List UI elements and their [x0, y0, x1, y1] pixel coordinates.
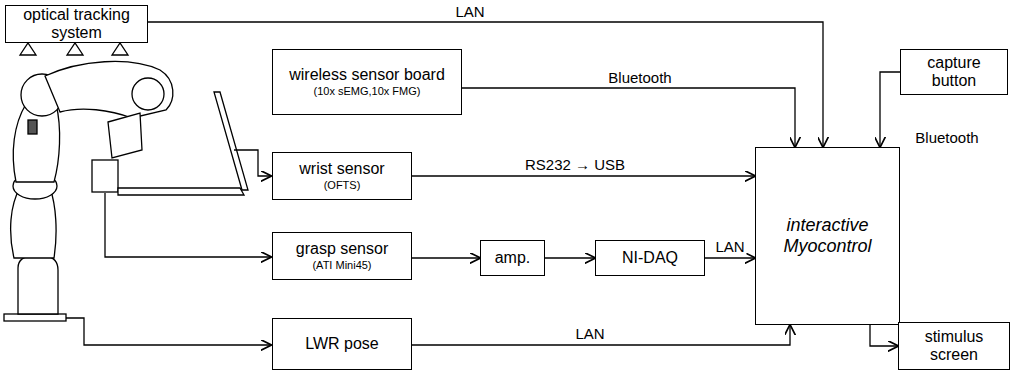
connector-arrow	[870, 325, 898, 346]
box-label: amp.	[495, 249, 531, 267]
box-label: capture button	[907, 54, 1001, 91]
box-label: LWR pose	[305, 335, 379, 353]
sensor-board-box: wireless sensor board(10x sEMG,10x FMG)	[272, 49, 462, 115]
edge-label: LAN	[453, 4, 486, 21]
connector-arrow	[545, 257, 595, 258]
pose-box: LWR pose	[272, 318, 412, 370]
robot-arm	[4, 61, 248, 321]
connector-arrow	[412, 325, 790, 345]
controller-box: interactive Myocontrol	[755, 147, 900, 325]
button-box: capture button	[900, 49, 1008, 95]
edge-label: LAN	[713, 239, 746, 256]
box-sublabel: (ATI Mini45)	[312, 259, 371, 272]
box-label: optical tracking system	[12, 6, 141, 43]
edge-label: Bluetooth	[913, 130, 980, 147]
tracking-box: optical tracking system	[5, 5, 148, 43]
connector-arrow	[880, 72, 900, 147]
connector-arrow	[412, 175, 755, 176]
edge-label: Bluetooth	[606, 70, 673, 87]
box-label: stimulus screen	[905, 328, 1003, 365]
edge-label: LAN	[573, 326, 606, 343]
sensor-box: wrist sensor(OFTS)	[272, 152, 412, 200]
amplifier-box: amp.	[480, 240, 545, 276]
sensor-wires	[66, 150, 271, 345]
camera-triangle	[20, 43, 36, 55]
robot-link	[45, 61, 173, 118]
box-label: wireless sensor board	[289, 66, 445, 84]
box-label: NI-DAQ	[622, 249, 678, 267]
wire	[234, 150, 271, 176]
hand-rest	[214, 92, 248, 190]
box-sublabel: (OFTS)	[324, 179, 361, 192]
wire	[105, 193, 271, 257]
wire	[66, 318, 271, 345]
robot-joint	[132, 78, 164, 110]
sensor-box: grasp sensor(ATI Mini45)	[272, 232, 412, 280]
connector-arrow	[148, 22, 823, 147]
connector-arrow	[412, 257, 480, 258]
camera-triangle	[112, 43, 128, 55]
box-label: wrist sensor	[299, 160, 384, 178]
screen-box: stimulus screen	[898, 322, 1010, 370]
hand-rest	[118, 188, 244, 195]
box-label: interactive Myocontrol	[762, 215, 893, 256]
robot-base	[4, 314, 66, 321]
robot-link	[18, 256, 58, 314]
tracking-cameras	[20, 43, 128, 55]
edge-label: RS232 → USB	[523, 157, 627, 174]
box-sublabel: (10x sEMG,10x FMG)	[314, 85, 421, 98]
camera-triangle	[67, 43, 83, 55]
box-label: grasp sensor	[296, 240, 389, 258]
connector-arrow	[462, 88, 795, 147]
connector-arrow	[705, 257, 755, 258]
daq-box: NI-DAQ	[595, 240, 705, 276]
sensor-block	[92, 160, 118, 192]
robot-link	[108, 113, 142, 158]
robot-led	[28, 120, 37, 134]
